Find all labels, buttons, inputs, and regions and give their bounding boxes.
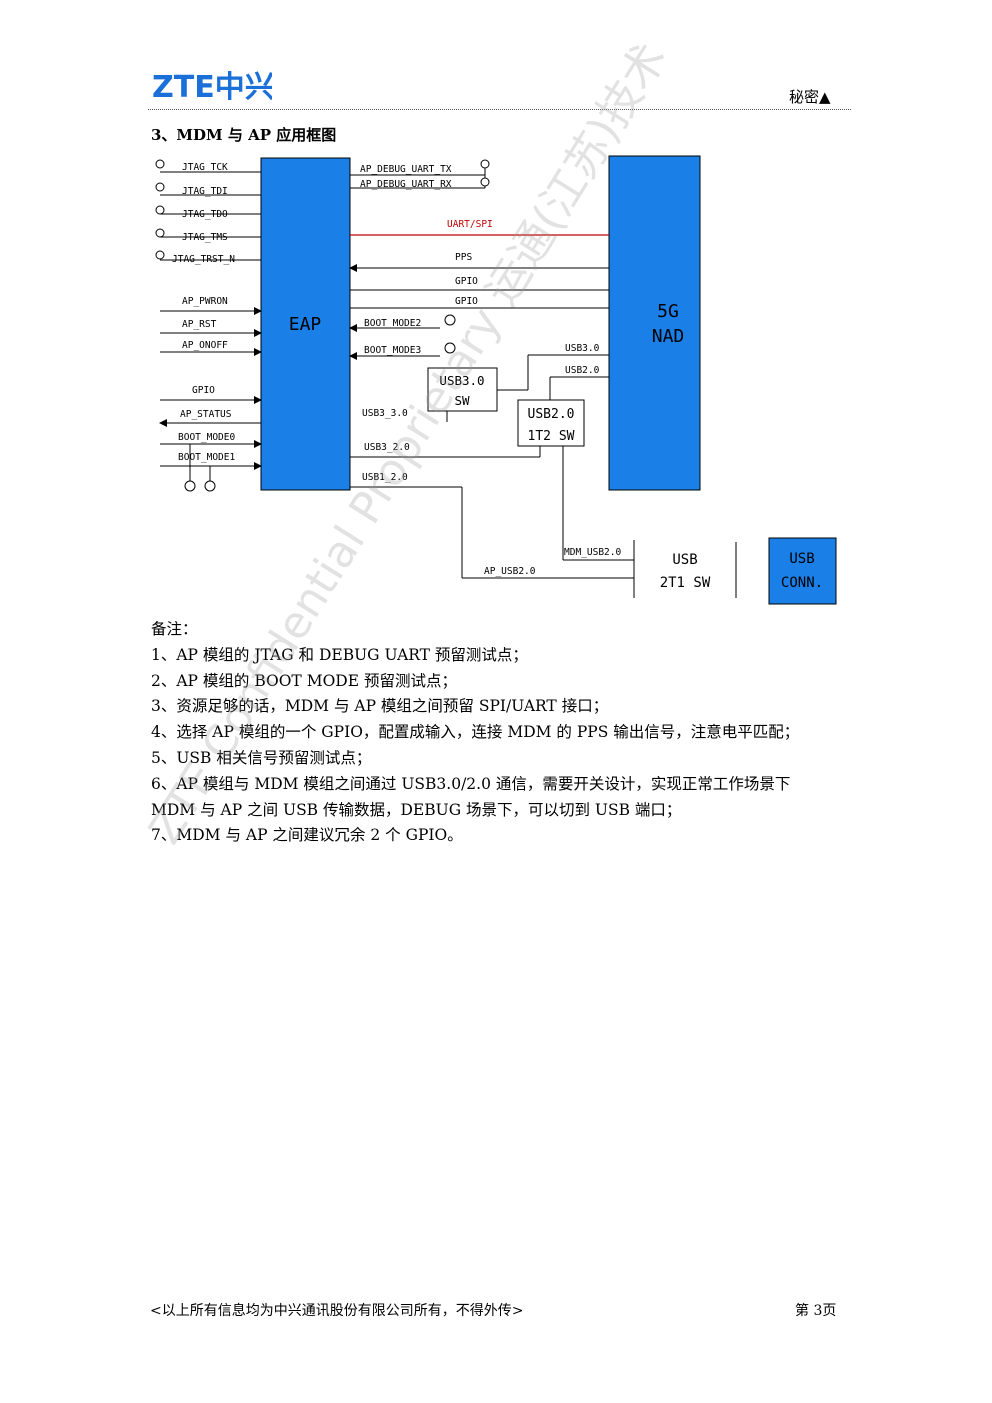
boot-mode0-label: BOOT_MODE0 xyxy=(178,432,235,443)
note-item: 6、AP 模组与 MDM 模组之间通过 USB3.0/2.0 通信，需要开关设计… xyxy=(151,774,791,793)
gpio-left-label: GPIO xyxy=(192,385,215,396)
nad-block xyxy=(608,155,701,491)
ap-pwron-label: AP_PWRON xyxy=(182,296,228,307)
diagram-svg: EAP 5G NAD JTAG_TCK JTAG_TDI JTAG_TDO xyxy=(155,155,837,605)
usb-conn-label-1: USB xyxy=(789,551,814,567)
ap-onoff-label: AP_ONOFF xyxy=(182,340,228,351)
boot-mode2-label: BOOT_MODE2 xyxy=(364,318,421,329)
note-item: 1、AP 模组的 JTAG 和 DEBUG UART 预留测试点； xyxy=(151,645,528,664)
jtag-tck-label: JTAG_TCK xyxy=(182,162,228,173)
usb30-label: USB3.0 xyxy=(565,343,600,354)
jtag-trst-label: JTAG_TRST_N xyxy=(172,254,235,265)
usb20-sw-label-1: USB2.0 xyxy=(528,407,575,422)
ap-debug-rx-label: AP_DEBUG_UART_RX xyxy=(360,179,452,190)
usb20-sw-label-2: 1T2 SW xyxy=(528,429,575,444)
notes-heading: 备注： xyxy=(151,620,198,638)
usb-2t1-label-2: 2T1 SW xyxy=(660,575,711,591)
jtag-tdi-label: JTAG_TDI xyxy=(182,186,228,197)
usb-conn-box xyxy=(768,537,837,605)
header-divider xyxy=(148,109,851,110)
nad-label-1: 5G xyxy=(657,301,679,322)
jtag-group: JTAG_TCK JTAG_TDI JTAG_TDO JTAG_TMS JTAG… xyxy=(155,159,261,265)
ap-usb20-label: AP_USB2.0 xyxy=(484,566,536,577)
nad-label-2: NAD xyxy=(652,326,685,347)
jtag-tms-label: JTAG_TMS xyxy=(182,232,228,243)
ap-status-label: AP_STATUS xyxy=(180,409,232,420)
note-item: MDM 与 AP 之间 USB 传输数据，DEBUG 场景下，可以切到 USB … xyxy=(151,800,682,819)
note-item: 2、AP 模组的 BOOT MODE 预留测试点； xyxy=(151,671,457,690)
usb1-20-label: USB1_2.0 xyxy=(362,472,408,483)
zte-logo: ZTE中兴 xyxy=(152,70,272,102)
boot-mode1-label: BOOT_MODE1 xyxy=(178,452,235,463)
usb20-sw-box xyxy=(517,399,585,447)
usb30-sw-label-1: USB3.0 xyxy=(439,373,484,388)
usb30-sw-label-2: SW xyxy=(454,393,470,408)
note-item: 3、资源足够的话，MDM 与 AP 模组之间预留 SPI/UART 接口； xyxy=(151,697,609,716)
uart-spi-label: UART/SPI xyxy=(447,219,493,230)
jtag-tdo-label: JTAG_TDO xyxy=(182,209,228,220)
usb-conn-label-2: CONN. xyxy=(781,575,823,591)
note-item: 5、USB 相关信号预留测试点； xyxy=(151,748,372,767)
pps-label: PPS xyxy=(455,252,472,263)
boot-mode3-label: BOOT_MODE3 xyxy=(364,345,421,356)
gpio-b-label: GPIO xyxy=(455,296,478,307)
ap-rst-label: AP_RST xyxy=(182,319,217,330)
note-item: 4、选择 AP 模组的一个 GPIO，配置成输入，连接 MDM 的 PPS 输出… xyxy=(151,723,800,742)
mdm-usb20-label: MDM_USB2.0 xyxy=(564,547,621,558)
ap-debug-tx-label: AP_DEBUG_UART_TX xyxy=(360,164,452,175)
eap-label: EAP xyxy=(289,314,322,335)
usb-2t1-label-1: USB xyxy=(672,552,697,568)
section-title: 3、MDM 与 AP 应用框图 xyxy=(151,126,337,144)
note-item: 7、MDM 与 AP 之间建议冗余 2 个 GPIO。 xyxy=(151,826,463,845)
notes-section: 备注： 1、AP 模组的 JTAG 和 DEBUG UART 预留测试点； 2、… xyxy=(151,617,851,849)
usb3-30-label: USB3_3.0 xyxy=(362,408,408,419)
gpio-a-label: GPIO xyxy=(455,276,478,287)
usb20-label: USB2.0 xyxy=(565,365,600,376)
logo-text: ZTE中兴 xyxy=(152,70,272,102)
usb30-sw-box xyxy=(427,367,498,412)
confidential-mark: 秘密▲ xyxy=(789,88,831,106)
page-number: 第 3页 xyxy=(795,1303,837,1319)
block-diagram: EAP 5G NAD JTAG_TCK JTAG_TDI JTAG_TDO xyxy=(150,150,850,610)
usb3-20-label: USB3_2.0 xyxy=(364,442,410,453)
eap-block xyxy=(260,157,351,491)
footer-notice: <以上所有信息均为中兴通讯股份有限公司所有，不得外传> xyxy=(150,1303,524,1319)
